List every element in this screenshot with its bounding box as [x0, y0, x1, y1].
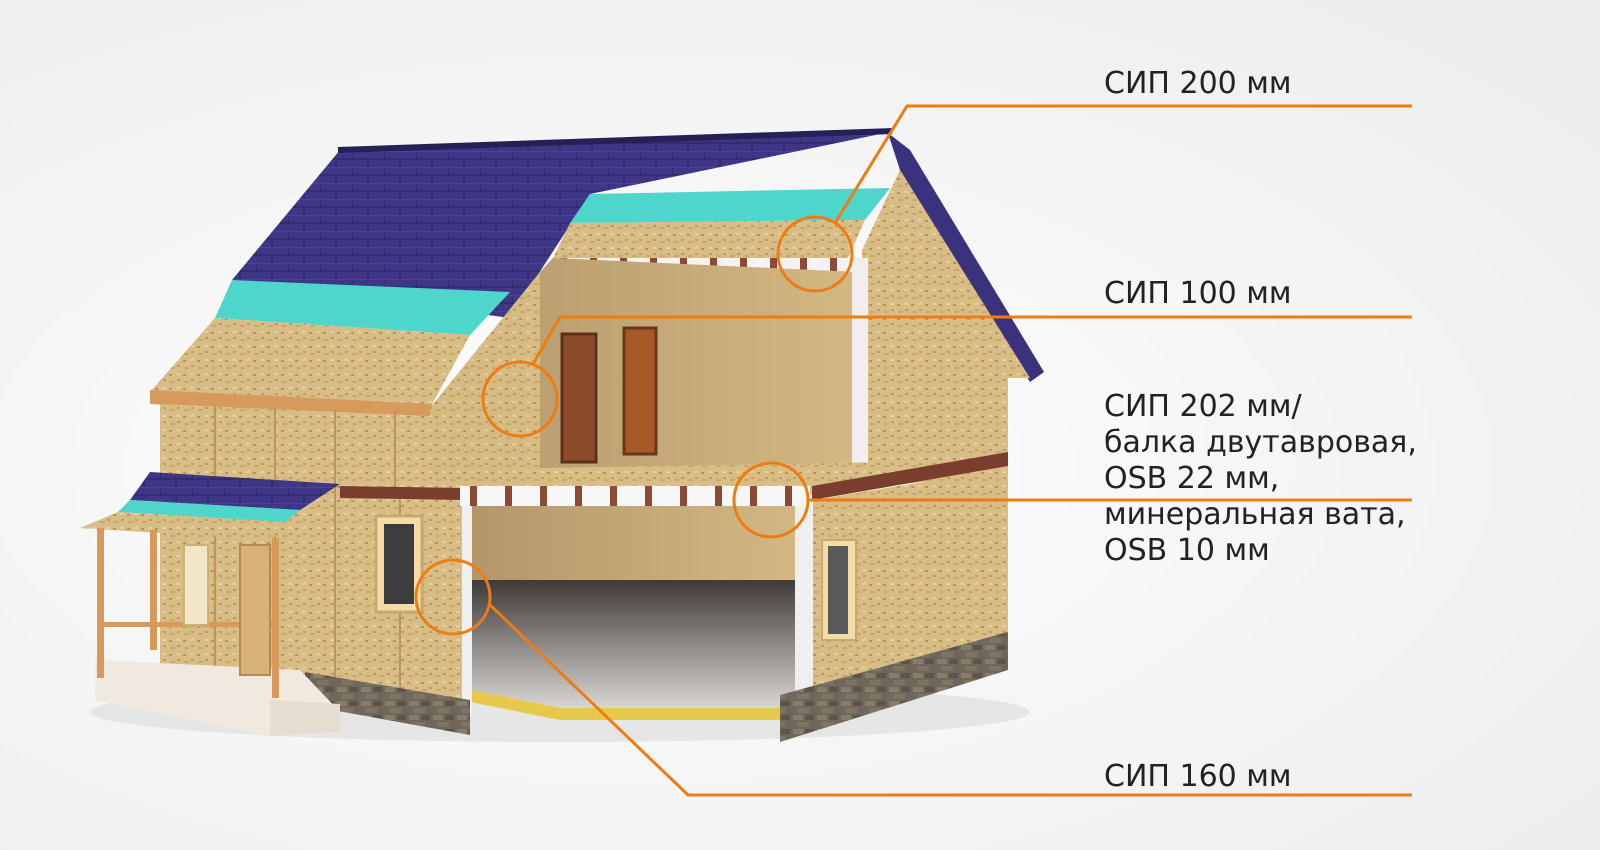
porch-roof-membrane: [118, 500, 300, 522]
floor-spec-line: СИП 202 мм/: [1104, 389, 1302, 424]
right-ground-wall: [813, 468, 1008, 690]
ground-floor-back-wall: [470, 505, 800, 580]
ground-right-post: [795, 500, 813, 710]
attic-door-left: [560, 332, 598, 464]
porch-posts: [97, 528, 279, 698]
leader-partition: [531, 315, 1412, 365]
gable-section-white: [852, 258, 868, 480]
callout-circle-roof: [776, 215, 854, 293]
floor-spec-line: OSB 22 мм,: [1104, 461, 1280, 496]
callout-label-roof: СИП 200 мм: [1104, 66, 1292, 101]
roof-membrane-left: [215, 280, 510, 335]
floor-spec-line: минеральная вата,: [1104, 497, 1406, 532]
leader-roof: [833, 104, 1412, 224]
floor-joist-ends: [470, 486, 792, 506]
callout-circle-partition: [481, 360, 559, 438]
roof-shingles-right-edge: [888, 133, 1044, 382]
roof-shingles-left: [232, 132, 890, 318]
porch-steps: [270, 700, 340, 736]
roof-sip-panel-left: [150, 318, 470, 408]
stone-base-right: [780, 632, 1008, 742]
floor-trim-band-left: [340, 486, 460, 500]
attic-door-right: [622, 326, 658, 456]
roof-membrane-right: [570, 188, 890, 223]
leader-wall: [488, 603, 1412, 797]
porch-window: [183, 544, 209, 626]
roof-sip-section-top: [553, 220, 865, 258]
porch-roof-panel: [80, 512, 285, 540]
porch-door: [239, 544, 271, 676]
front-window-glass: [384, 524, 414, 604]
right-gable-wall: [862, 170, 1030, 478]
floor-joist-strip: [460, 486, 810, 506]
roof-ridge: [337, 128, 893, 153]
floor-trim-band-right: [812, 452, 1008, 500]
right-side-window-glass: [828, 546, 848, 634]
callout-label-wall: СИП 160 мм: [1104, 759, 1292, 794]
callout-label-partition: СИП 100 мм: [1104, 276, 1292, 311]
floor-spec-line: балка двутавровая,: [1104, 425, 1417, 460]
callout-leader-lines: [488, 104, 1412, 797]
callout-circle-wall: [414, 558, 492, 636]
ground-wall-section: [462, 496, 472, 716]
callout-label-floor: СИП 202 мм/ балка двутавровая, OSB 22 мм…: [1104, 389, 1417, 569]
callout-markers: [414, 215, 854, 636]
floor-spec-line: OSB 10 мм: [1104, 533, 1270, 568]
left-facade-wall: [160, 404, 430, 690]
ground-floor-slab: [470, 580, 800, 708]
porch-roof-shingles: [130, 472, 340, 510]
foundation-insulation: [470, 690, 800, 720]
roof-eave-left: [150, 390, 432, 418]
stone-base-left: [305, 672, 470, 735]
